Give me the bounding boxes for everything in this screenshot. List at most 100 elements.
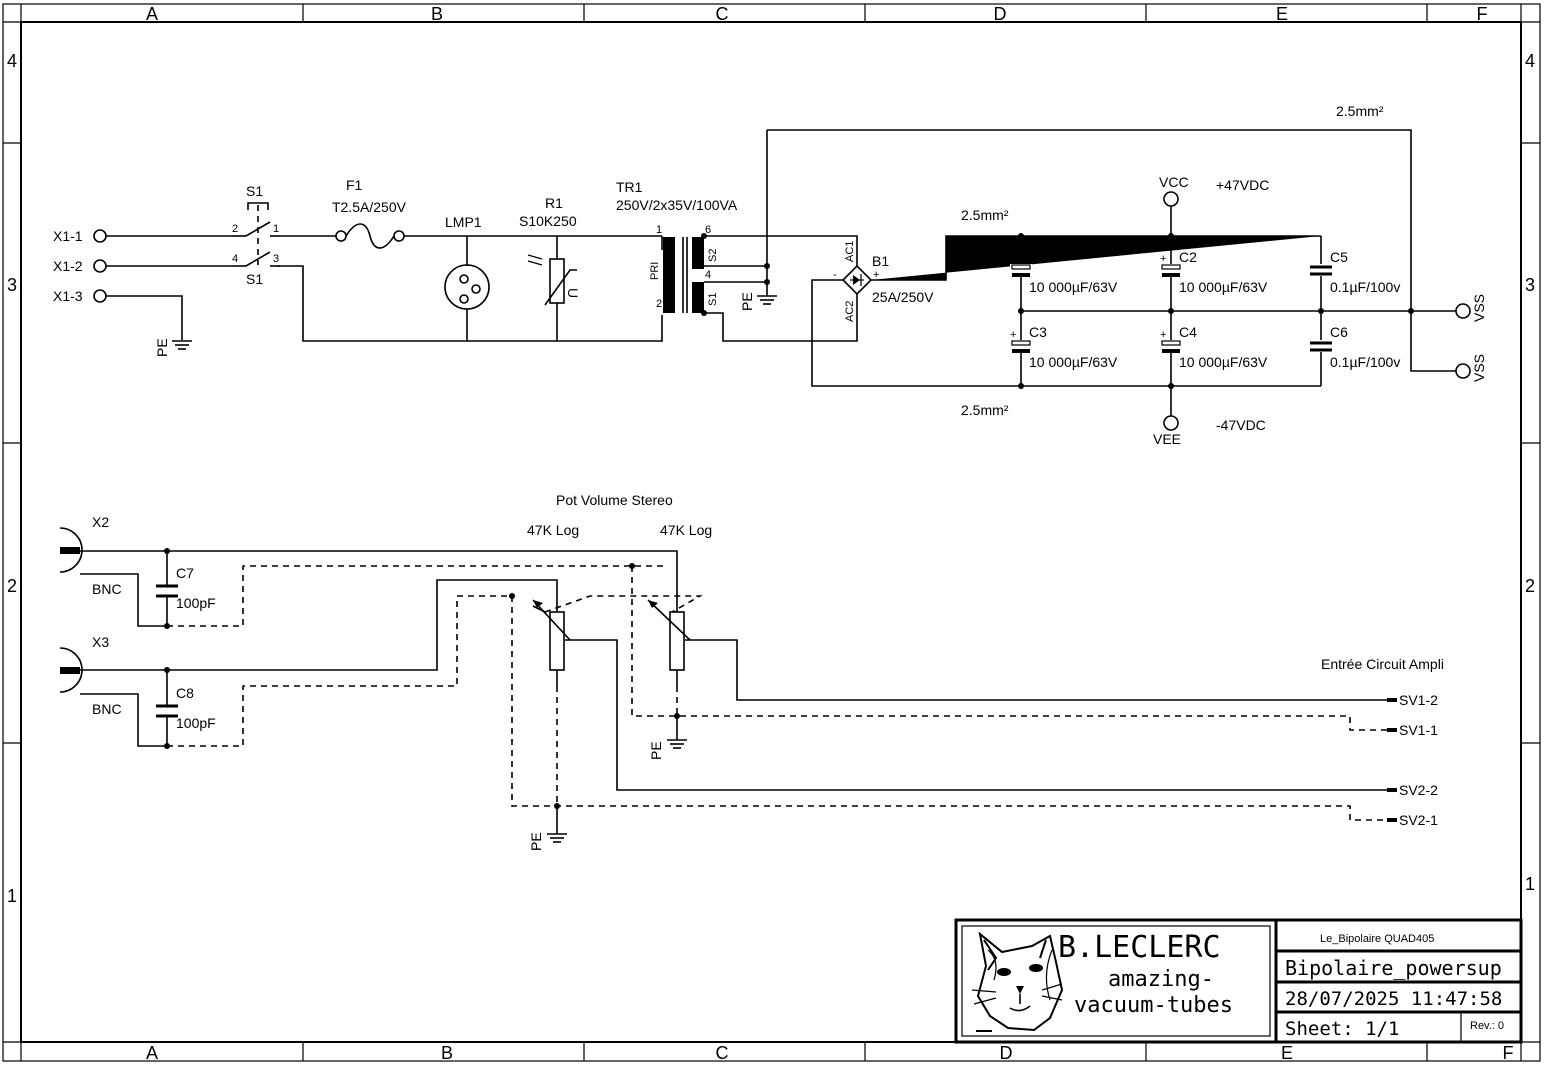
x1-3-label: X1-3 xyxy=(53,288,83,304)
svg-text:+: + xyxy=(1160,329,1166,341)
col-label-bottom-c: C xyxy=(716,1043,729,1063)
pe-ground-tr: PE xyxy=(739,292,777,311)
audio-wires xyxy=(80,550,1390,791)
wire-label-top: 2.5mm² xyxy=(1336,103,1384,119)
s1-pin2: 2 xyxy=(232,223,238,235)
lamp-lmp1[interactable]: LMP1 xyxy=(444,214,490,341)
rail-vcc[interactable]: VCC +47VDC xyxy=(1159,174,1269,207)
row-label-right-4: 4 xyxy=(1525,51,1535,71)
tr1-pin6: 6 xyxy=(705,224,711,236)
tr1-s1: S1 xyxy=(707,293,719,306)
sv2-2-pin[interactable]: SV2-2 xyxy=(1399,782,1438,798)
output-header: Entrée Circuit Ampli SV1-2 SV1-1 SV2-2 S… xyxy=(1321,656,1444,828)
svg-text:+: + xyxy=(1010,329,1016,341)
row-label-left-1: 1 xyxy=(7,886,17,906)
switch-s1[interactable]: S1 S1 2 1 4 3 xyxy=(232,183,280,287)
capacitor-c7[interactable]: C7 100pF xyxy=(156,565,216,611)
bridge-b1[interactable]: B1 25A/250V AC1 AC2 + - xyxy=(811,236,1321,387)
vee-label: VEE xyxy=(1153,431,1181,447)
capacitor-c3[interactable]: + C3 10 000µF/63V xyxy=(1010,324,1118,370)
sv2-1-pin[interactable]: SV2-1 xyxy=(1399,812,1438,828)
x1-2-pin[interactable] xyxy=(93,259,107,273)
x1-1-pin[interactable] xyxy=(93,229,107,243)
r1-ref: R1 xyxy=(545,195,563,211)
r1-value: S10K250 xyxy=(519,213,577,229)
sv1-2-pin[interactable]: SV1-2 xyxy=(1399,692,1438,708)
c8-value: 100pF xyxy=(176,715,216,731)
pe-label-pot-right: PE xyxy=(648,741,664,760)
bnc-x2[interactable]: X2 BNC xyxy=(59,514,122,597)
tr1-pin2: 2 xyxy=(656,298,662,310)
s1-pin1: 1 xyxy=(273,223,279,235)
b1-minus: - xyxy=(833,269,837,281)
c7-ref: C7 xyxy=(176,565,194,581)
rail-vss-1[interactable]: VSS xyxy=(1455,294,1487,322)
c4-value: 10 000µF/63V xyxy=(1179,354,1268,370)
pe-label-tr: PE xyxy=(739,292,755,311)
capacitor-c2[interactable]: + C2 10 000µF/63V xyxy=(1160,249,1268,295)
sheet-frame: A B C D E F A B C D E F 4 3 2 1 4 3 2 1 xyxy=(2,3,1541,1063)
b1-value: 25A/250V xyxy=(872,289,934,305)
c3-value: 10 000µF/63V xyxy=(1029,354,1118,370)
potentiometer-right[interactable] xyxy=(647,599,691,671)
col-label-bottom-b: B xyxy=(441,1043,453,1063)
vee-value: -47VDC xyxy=(1216,417,1266,433)
row-label-left-4: 4 xyxy=(7,51,17,71)
mains-wires xyxy=(106,235,663,342)
author-line2: vacuum-tubes xyxy=(1074,993,1233,1018)
tr1-s2: S2 xyxy=(707,249,719,262)
date-time: 28/07/2025 11:47:58 xyxy=(1285,988,1502,1010)
capacitor-c5[interactable]: C5 0.1µF/100v xyxy=(1310,249,1400,295)
capacitor-c8[interactable]: C8 100pF xyxy=(156,685,216,731)
secondary-wires xyxy=(704,129,1456,372)
col-label-top-b: B xyxy=(431,4,443,24)
x1-3-pin[interactable] xyxy=(93,289,107,303)
sheet-number: Sheet: 1/1 xyxy=(1285,1018,1399,1040)
sv1-1-pin[interactable]: SV1-1 xyxy=(1399,722,1438,738)
c5-ref: C5 xyxy=(1330,249,1348,265)
col-label-bottom-d: D xyxy=(1000,1043,1013,1063)
author-line1: amazing- xyxy=(1108,967,1214,992)
c2-value: 10 000µF/63V xyxy=(1179,279,1268,295)
rail-vee[interactable]: VEE -47VDC xyxy=(1153,415,1266,447)
pot-right-value: 47K Log xyxy=(660,522,712,538)
c6-value: 0.1µF/100v xyxy=(1330,354,1400,370)
x1-1-label: X1-1 xyxy=(53,228,83,244)
varistor-r1[interactable]: U R1 S10K250 xyxy=(519,195,581,341)
transformer-tr1[interactable]: TR1 250V/2x35V/100VA 1 2 6 4 PRI S2 S1 xyxy=(616,179,738,313)
col-label-bottom-e: E xyxy=(1281,1043,1293,1063)
b1-ac2: AC2 xyxy=(844,301,856,322)
svg-text:+: + xyxy=(1160,253,1166,265)
sheet-name: Bipolaire_powersup xyxy=(1285,956,1502,980)
svg-text:+: + xyxy=(1010,253,1016,265)
c7-value: 100pF xyxy=(176,595,216,611)
revision: Rev.: 0 xyxy=(1470,1020,1504,1032)
rail-vss-2[interactable]: VSS xyxy=(1455,354,1487,382)
x1-2-label: X1-2 xyxy=(53,258,83,274)
b1-ac1: AC1 xyxy=(844,241,856,262)
col-label-top-c: C xyxy=(716,4,729,24)
wire-label-mid-top: 2.5mm² xyxy=(961,207,1009,223)
vcc-value: +47VDC xyxy=(1216,177,1269,193)
pot-title: Pot Volume Stereo xyxy=(556,492,673,508)
tr1-ref: TR1 xyxy=(616,179,643,195)
c5-value: 0.1µF/100v xyxy=(1330,279,1400,295)
row-label-right-1: 1 xyxy=(1525,874,1535,894)
author: B.LECLERC xyxy=(1058,930,1221,965)
col-label-bottom-a: A xyxy=(146,1043,158,1063)
potentiometer-left[interactable] xyxy=(532,599,571,671)
vcc-label: VCC xyxy=(1159,174,1189,190)
capacitor-c1[interactable]: + C1 10 000µF/63V xyxy=(1010,249,1118,295)
audio-shield-wires xyxy=(167,565,1390,821)
x3-ref: X3 xyxy=(92,634,109,650)
bnc-x3[interactable]: X3 BNC xyxy=(59,634,122,717)
tr1-pri: PRI xyxy=(649,262,661,280)
capacitor-c4[interactable]: + C4 10 000µF/63V xyxy=(1160,324,1268,370)
fuse-f1[interactable]: F1 T2.5A/250V xyxy=(332,177,407,249)
capacitor-c6[interactable]: C6 0.1µF/100v xyxy=(1310,324,1400,370)
r1-symbol: U xyxy=(565,288,581,298)
col-label-top-a: A xyxy=(146,4,158,24)
s1-ref-top: S1 xyxy=(246,183,263,199)
c4-ref: C4 xyxy=(1179,324,1197,340)
wire-label-mid-bottom: 2.5mm² xyxy=(961,402,1009,418)
